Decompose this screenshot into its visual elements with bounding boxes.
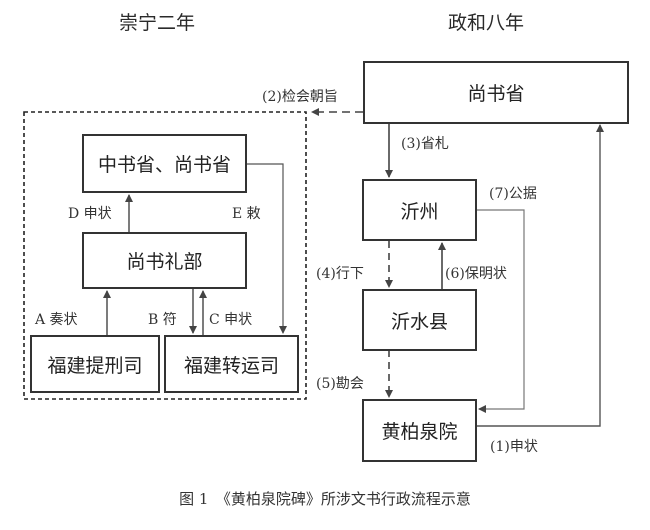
box-shangshu-libu: 尚书礼部 — [82, 232, 247, 289]
box-label: 沂州 — [400, 200, 439, 223]
box-huangbaiquanyuan: 黄柏泉院 — [362, 399, 477, 462]
box-fujian-tixing: 福建提刑司 — [30, 335, 160, 393]
label-edge-A: A 奏状 — [35, 312, 78, 328]
box-label: 尚书礼部 — [126, 251, 203, 273]
figure-caption: 图 1 《黄柏泉院碑》所涉文书行政流程示意 — [179, 490, 471, 508]
edge-step7 — [477, 209, 525, 413]
box-label: 福建转运司 — [183, 354, 279, 377]
title-zhenghe: 政和八年 — [448, 12, 525, 34]
chongning-group-frame — [23, 111, 307, 400]
label-step3: (3)省札 — [401, 136, 449, 152]
label-step4: (4)行下 — [316, 266, 364, 282]
label-step7: (7)公据 — [489, 186, 537, 202]
label-edge-C: C 申状 — [209, 312, 253, 328]
label-edge-E: E 敕 — [232, 206, 261, 222]
label-edge-D: D 申状 — [68, 206, 112, 222]
box-label: 沂水县 — [390, 310, 448, 333]
box-label: 中书省、尚书省 — [97, 154, 231, 176]
title-chongning: 崇宁二年 — [119, 12, 196, 34]
box-label: 福建提刑司 — [47, 354, 143, 377]
edge-step1 — [477, 124, 604, 427]
box-label: 尚书省 — [467, 83, 525, 105]
label-step5: (5)勘会 — [316, 376, 364, 392]
box-zhongshu-shangshu: 中书省、尚书省 — [82, 134, 247, 193]
label-step2: (2)检会朝旨 — [262, 89, 338, 105]
box-shangshusheng: 尚书省 — [363, 61, 629, 124]
edge-E — [247, 163, 287, 334]
box-yishuixian: 沂水县 — [362, 289, 477, 351]
box-fujian-zhuanyun: 福建转运司 — [164, 335, 299, 393]
label-step1: (1)申状 — [490, 439, 538, 455]
label-step6: (6)保明状 — [445, 266, 507, 282]
label-edge-B: B 符 — [148, 312, 177, 328]
box-label: 黄柏泉院 — [381, 421, 458, 443]
box-yizhou: 沂州 — [362, 179, 477, 241]
